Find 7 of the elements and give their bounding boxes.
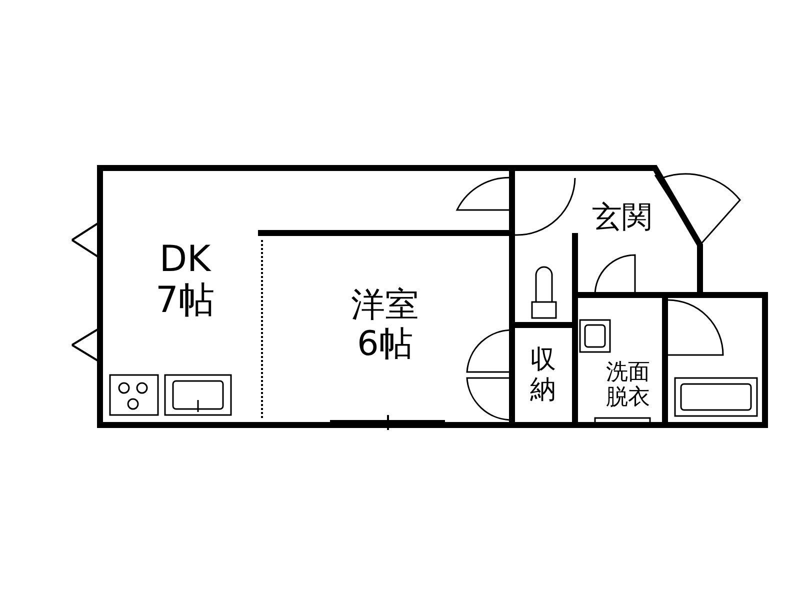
room-label: 収納 bbox=[529, 346, 557, 406]
room-label: 7帖 bbox=[154, 280, 216, 322]
room-label: 玄関 bbox=[591, 200, 653, 235]
room-label: 6帖 bbox=[356, 325, 414, 364]
room-label: 洗面脱衣 bbox=[605, 360, 651, 410]
room-label: DK bbox=[158, 238, 212, 280]
room-label: 洋室 bbox=[350, 286, 420, 326]
